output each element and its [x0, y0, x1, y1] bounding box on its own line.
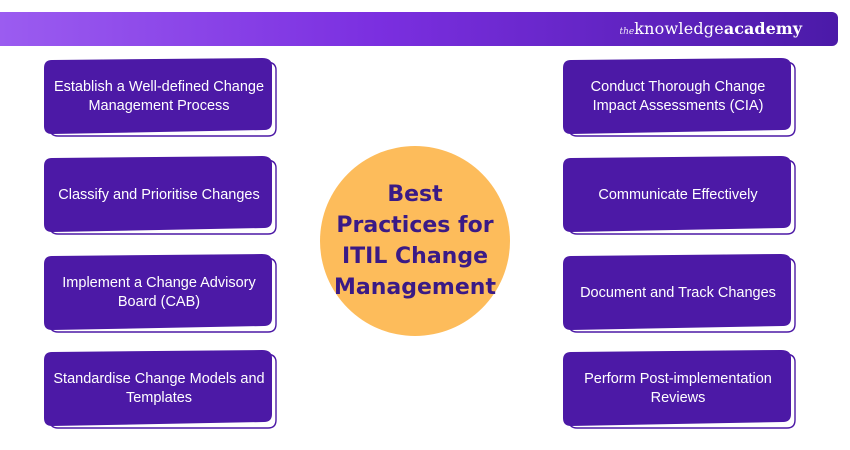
card-shape	[563, 58, 796, 137]
header-banner: theknowledgeacademy	[0, 12, 838, 46]
brand-name-regular: knowledge	[634, 19, 724, 38]
practice-label: Document and Track Changes	[580, 284, 776, 301]
card-shape	[44, 350, 277, 429]
practice-card-right-3: Document and Track Changes	[557, 254, 799, 336]
card-shape	[563, 254, 796, 333]
center-circle: Best Practices for ITIL Change Managemen…	[320, 146, 510, 336]
practice-card-left-3: Implement a Change Advisory Board (CAB)	[38, 254, 280, 336]
brand-logo: theknowledgeacademy	[620, 15, 803, 43]
card-shape	[44, 254, 277, 333]
practice-label: Establish a Well-defined Change Manageme…	[53, 79, 265, 114]
practice-label: Standardise Change Models and Templates	[53, 371, 265, 406]
practice-card-left-2: Classify and Prioritise Changes	[38, 156, 280, 238]
card-shape	[563, 156, 796, 235]
practice-label: Conduct Thorough Change Impact Assessmen…	[590, 79, 766, 114]
practice-label: Communicate Effectively	[598, 186, 758, 203]
brand-name-bold: academy	[723, 19, 802, 38]
practice-label: Classify and Prioritise Changes	[58, 186, 260, 203]
center-title: Best Practices for ITIL Change Managemen…	[334, 182, 496, 300]
card-shape	[44, 58, 277, 137]
card-shape	[563, 350, 796, 429]
practice-card-right-4: Perform Post-implementation Reviews	[557, 350, 799, 432]
brand-prefix: the	[619, 27, 635, 37]
practice-card-right-2: Communicate Effectively	[557, 156, 799, 238]
practice-card-left-1: Establish a Well-defined Change Manageme…	[38, 58, 280, 140]
practice-label: Implement a Change Advisory Board (CAB)	[62, 275, 256, 310]
practice-card-right-1: Conduct Thorough Change Impact Assessmen…	[557, 58, 799, 140]
practice-label: Perform Post-implementation Reviews	[584, 371, 772, 406]
practice-card-left-4: Standardise Change Models and Templates	[38, 350, 280, 432]
card-shape	[44, 156, 277, 235]
